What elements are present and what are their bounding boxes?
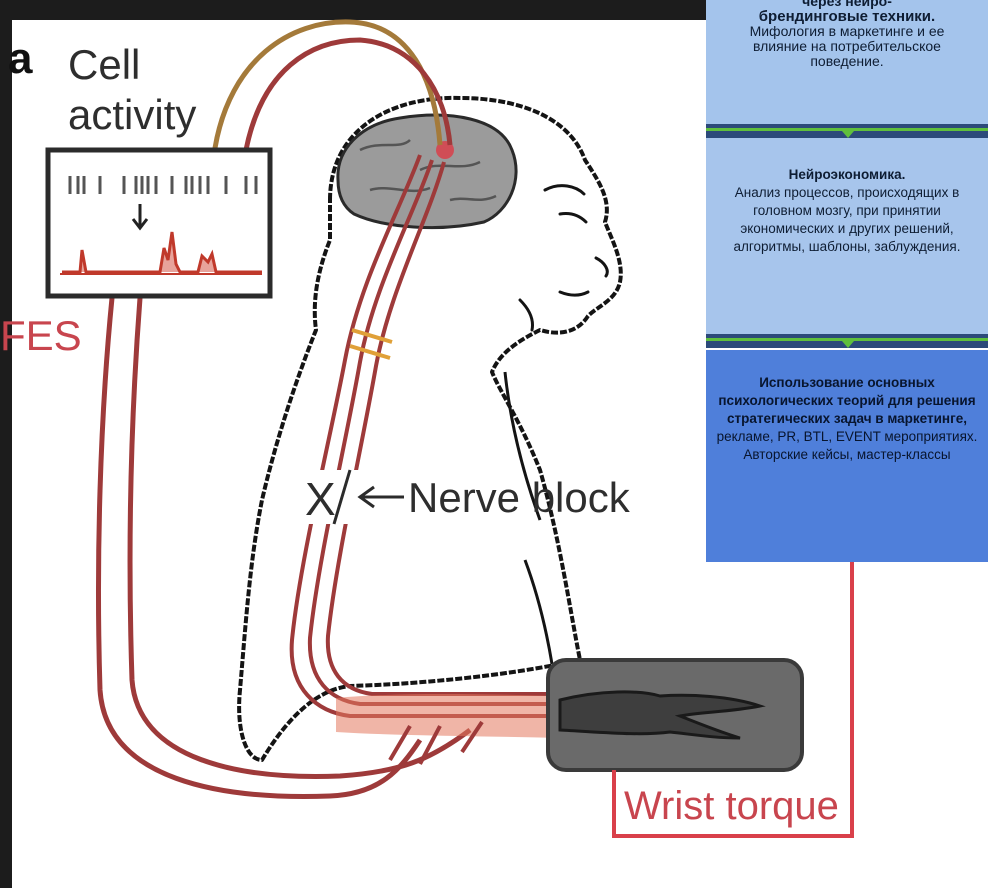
info-box-branding-line2: брендинговые техники. <box>706 9 988 24</box>
info-box-neuroeconomics-title: Нейроэкономика. <box>716 166 978 184</box>
wrist-torque-label: Wrist torque <box>624 784 839 829</box>
info-box-psychology-body: рекламе, PR, BTL, EVENT мероприятиях. Ав… <box>717 429 978 462</box>
info-box-branding: через нейро- брендинговые техники. Мифол… <box>706 0 988 124</box>
cell-activity-label: Cell activity <box>68 40 196 140</box>
nerve-block-x: X <box>305 472 336 526</box>
info-box-psychology-text: Использование основных психологических т… <box>714 374 980 464</box>
info-box-separator <box>706 334 988 348</box>
side-info-panel: через нейро- брендинговые техники. Мифол… <box>706 0 988 562</box>
left-dark-band <box>0 0 12 888</box>
info-box-separator <box>706 124 988 138</box>
info-box-psychology: Использование основных психологических т… <box>706 350 988 562</box>
cell-activity-label-line: Cell <box>68 40 196 90</box>
cell-activity-label-line: activity <box>68 90 196 140</box>
panel-letter: a <box>8 34 32 84</box>
fes-label: FES <box>0 312 82 360</box>
nerve-block-label: Nerve block <box>408 474 630 522</box>
info-box-branding-body: Мифология в маркетинге и ее влияние на п… <box>706 24 988 69</box>
info-box-neuroeconomics-body: Анализ процессов, происходящих в головно… <box>716 184 978 256</box>
forearm-muscle <box>336 694 560 738</box>
info-box-neuroeconomics: Нейроэкономика. Анализ процессов, происх… <box>706 138 988 334</box>
info-box-psychology-title: Использование основных психологических т… <box>718 375 975 426</box>
